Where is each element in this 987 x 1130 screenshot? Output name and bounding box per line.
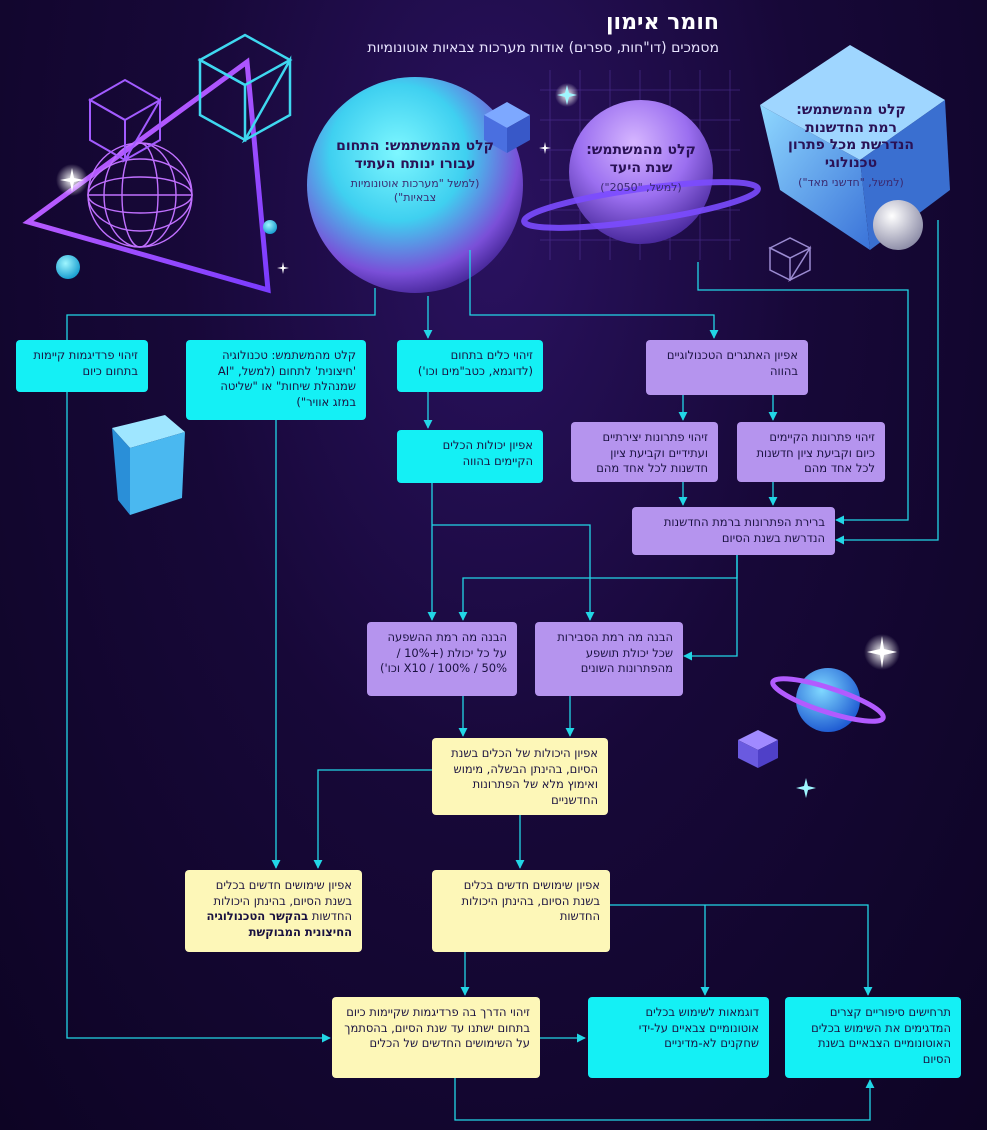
ring-planet-icon (770, 668, 886, 732)
node-new-uses-external-text: אפיון שימושים חדשים בכלים בשנת הסיום, בה… (213, 878, 352, 924)
node-impact-level: הבנה מה רמת ההשפעה על כל יכולת (+10% / 5… (367, 622, 517, 696)
input-innovation-level: קלט מהמשתמש: רמת החדשנות הנדרשת מכל פתרו… (785, 102, 917, 190)
sparkle-icon (864, 634, 900, 670)
sparkle-icon (555, 83, 579, 107)
connector (432, 524, 595, 621)
sparkle-icon (277, 262, 289, 274)
input-innovation-level-label: קלט מהמשתמש: רמת החדשנות הנדרשת מכל פתרו… (788, 102, 914, 171)
planet-icon (56, 255, 80, 279)
input-target-year: קלט מהמשתמש: שנת היעד (למשל, "2050") (585, 142, 697, 195)
node-external-tech: קלט מהמשתמש: טכנולוגיה 'חיצונית' לתחום (… (186, 340, 366, 420)
node-new-uses: אפיון שימושים חדשים בכלים בשנת הסיום, בה… (432, 870, 610, 952)
connector (454, 1078, 875, 1121)
node-tools: זיהוי כלים בתחום (לדוגמא, כטב"מים וכו') (397, 340, 543, 392)
wire-cube-icon (768, 237, 812, 282)
page-title: חומר אימון (605, 10, 719, 35)
node-examples: דוגמאות לשימוש בכלים אוטונומיים צבאיים ע… (588, 997, 769, 1078)
input-target-year-label: קלט מהמשתמש: שנת היעד (586, 142, 696, 176)
wire-cube-icon (197, 33, 293, 144)
node-creative-solutions: זיהוי פתרונות יצירתיים ועתידיים וקביעת צ… (571, 422, 718, 482)
planet-icon (307, 77, 523, 293)
input-field-label: קלט מהמשתמש: התחום עבורו ינותח העתיד (336, 138, 494, 172)
input-field: קלט מהמשתמש: התחום עבורו ינותח העתיד (למ… (335, 138, 495, 206)
connector (458, 555, 738, 621)
connector (697, 262, 909, 525)
wire-globe-icon (87, 142, 193, 248)
connector (469, 250, 719, 339)
sparkle-icon (56, 164, 88, 196)
node-scenarios: תרחישים סיפוריים קצרים המדגימים את השימו… (785, 997, 961, 1078)
connector (835, 220, 939, 545)
planet-icon (873, 200, 923, 250)
node-new-uses-external-bold: בהקשר הטכנולוגיה החיצונית המבוקשת (206, 909, 352, 939)
triangle-icon (22, 57, 271, 294)
node-tool-capabilities: אפיון יכולות הכלים הקיימים בהווה (397, 430, 543, 483)
node-paradigms: זיהוי פרדיגמות קיימות בתחום כיום (16, 340, 148, 392)
cube-icon (484, 102, 530, 153)
node-new-uses-external: אפיון שימושים חדשים בכלים בשנת הסיום, בה… (185, 870, 362, 952)
connector (66, 288, 376, 1043)
node-selection: ברירת הפתרונות ברמת החדשנות הנדרשת בשנת … (632, 507, 835, 555)
cube-icon (112, 415, 185, 515)
input-target-year-example: (למשל, "2050") (600, 181, 682, 194)
wire-cube-icon (87, 78, 163, 163)
input-field-example: (למשל "מערכות אוטונומיות צבאיות") (350, 177, 480, 205)
ring-planet-icon (521, 100, 761, 244)
sparkle-icon (539, 142, 551, 154)
cube-icon (738, 730, 778, 768)
node-probability: הבנה מה רמת הסבירות שכל יכולת תושפע מהפת… (535, 622, 683, 696)
input-innovation-level-example: (למשל, "חדשני מאד") (798, 176, 904, 189)
connector (610, 904, 873, 996)
node-paradigm-shift: זיהוי הדרך בה פרדיגמות שקיימות כיום בתחו… (332, 997, 540, 1078)
planet-icon (263, 220, 277, 234)
connector (313, 769, 432, 869)
node-future-capabilities: אפיון היכולות של הכלים בשנת הסיום, בהינת… (432, 738, 608, 815)
page-subtitle: מסמכים (דו"חות, ספרים) אודות מערכות צבאי… (367, 40, 719, 56)
connector (683, 555, 738, 661)
sparkle-icon (796, 778, 816, 798)
node-existing-solutions: זיהוי פתרונות הקיימים כיום וקביעת ציון ח… (737, 422, 885, 482)
node-challenges: אפיון האתגרים הטכנולוגיים בהווה (646, 340, 808, 395)
